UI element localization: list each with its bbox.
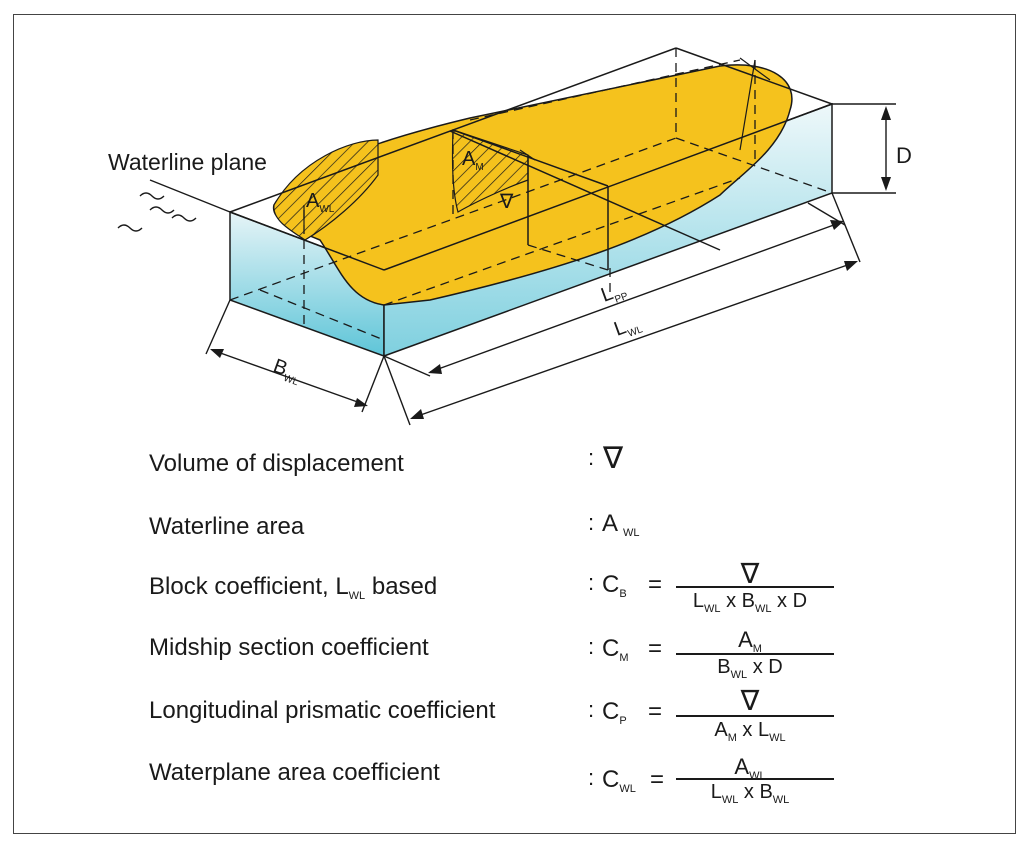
coefficient-symbol: CP bbox=[602, 698, 627, 727]
fraction-denominator: BWL x D bbox=[717, 656, 783, 681]
waterline-area-label: AWL bbox=[306, 190, 335, 215]
definition-label: Longitudinal prismatic coefficient bbox=[149, 697, 496, 724]
definition-row-volume: Volume of displacement : ∇ bbox=[0, 442, 1030, 501]
midship-area-label: AM bbox=[462, 148, 484, 173]
fraction-numerator: AM bbox=[738, 627, 762, 655]
definition-label: Waterline area bbox=[149, 513, 305, 540]
definition-row-midship-coefficient: Midship section coefficient : CM = AM BW… bbox=[0, 627, 1030, 688]
breadth-label: BWL bbox=[269, 355, 305, 388]
colon: : bbox=[588, 445, 595, 470]
volume-symbol: ∇ bbox=[603, 442, 624, 475]
fraction-bar bbox=[676, 778, 834, 780]
length-dimensions bbox=[383, 192, 861, 426]
coefficient-symbol: CWL bbox=[602, 766, 636, 795]
depth-label: D bbox=[896, 143, 912, 168]
definition-row-block-coefficient: Block coefficient, LWL based : CB = ∇ LW… bbox=[0, 558, 1030, 624]
depth-dimension bbox=[832, 103, 896, 194]
fraction-bar bbox=[676, 715, 834, 717]
fraction-denominator: LWL x BWL bbox=[710, 781, 790, 806]
equals-sign: = bbox=[648, 571, 663, 598]
coefficient-symbol: CB bbox=[602, 571, 627, 600]
colon: : bbox=[588, 510, 595, 535]
fraction-bar bbox=[676, 653, 834, 655]
colon: : bbox=[588, 765, 595, 790]
definition-label: Volume of displacement bbox=[149, 450, 404, 477]
colon: : bbox=[588, 697, 595, 722]
colon: : bbox=[588, 570, 595, 595]
figure-frame bbox=[13, 14, 1016, 834]
fraction-numerator: ∇ bbox=[740, 558, 760, 589]
definition-row-waterplane-coefficient: Waterplane area coefficient : CWL = AWL … bbox=[0, 754, 1030, 813]
definition-label: Waterplane area coefficient bbox=[149, 759, 440, 786]
hidden-lines bbox=[229, 48, 833, 341]
colon: : bbox=[588, 634, 595, 659]
fraction-denominator: AM x LWL bbox=[714, 719, 786, 744]
fraction-denominator: LWL x BWL x D bbox=[692, 590, 808, 615]
construction-lines bbox=[303, 57, 771, 225]
equals-sign: = bbox=[648, 698, 663, 725]
equals-sign: = bbox=[648, 635, 663, 662]
bounding-box-lines bbox=[229, 47, 833, 271]
definition-label: Midship section coefficient bbox=[149, 634, 429, 661]
fraction-numerator: ∇ bbox=[740, 685, 760, 716]
definition-label: Block coefficient, LWL based bbox=[149, 573, 438, 602]
equals-sign: = bbox=[650, 766, 665, 793]
hull-block-diagram: Waterline plane D BWL LPP LWL bbox=[108, 47, 912, 426]
waterline-plane-indicator bbox=[117, 179, 231, 232]
waterline-plane-label: Waterline plane bbox=[108, 149, 267, 175]
volume-symbol-label: ∇ bbox=[499, 191, 514, 213]
definition-row-prismatic-coefficient: Longitudinal prismatic coefficient : CP … bbox=[0, 685, 1030, 751]
breadth-dimension bbox=[205, 299, 385, 413]
fraction-bar bbox=[676, 586, 834, 588]
coefficient-symbol: CM bbox=[602, 635, 629, 664]
